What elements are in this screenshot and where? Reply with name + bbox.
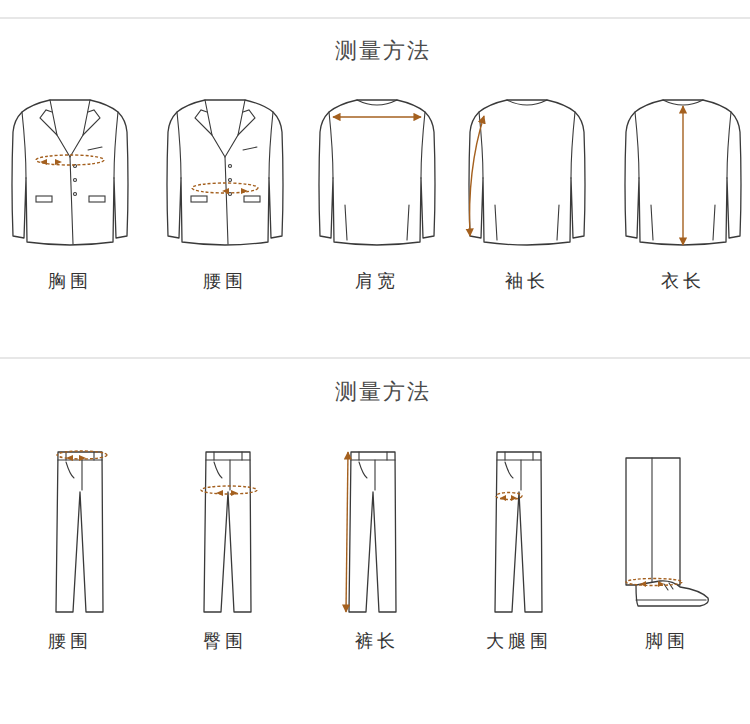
measure-label: 裤长 — [355, 629, 399, 653]
measure-label: 大腿围 — [486, 629, 552, 653]
measure-label: 胸围 — [48, 269, 92, 293]
section-heading: 测量方法 — [335, 377, 431, 407]
jacket-length — [625, 100, 741, 245]
measure-label: 衣长 — [661, 269, 705, 293]
jacket-waist — [167, 100, 283, 245]
measure-label: 腰围 — [203, 269, 247, 293]
measure-label: 臀围 — [203, 629, 247, 653]
measure-label: 脚围 — [645, 629, 689, 653]
pants-cuff — [626, 458, 708, 606]
jacket-sleeve — [469, 100, 585, 245]
pants-length — [346, 452, 396, 612]
pants-thigh — [495, 452, 542, 612]
pants-hip — [201, 452, 257, 612]
section-heading: 测量方法 — [335, 36, 431, 66]
measure-label: 腰围 — [48, 629, 92, 653]
measure-label: 袖长 — [505, 269, 549, 293]
measure-label: 肩宽 — [355, 269, 399, 293]
jacket-shoulder — [319, 100, 435, 245]
pants-waist — [56, 451, 107, 612]
jacket-chest — [12, 100, 128, 245]
